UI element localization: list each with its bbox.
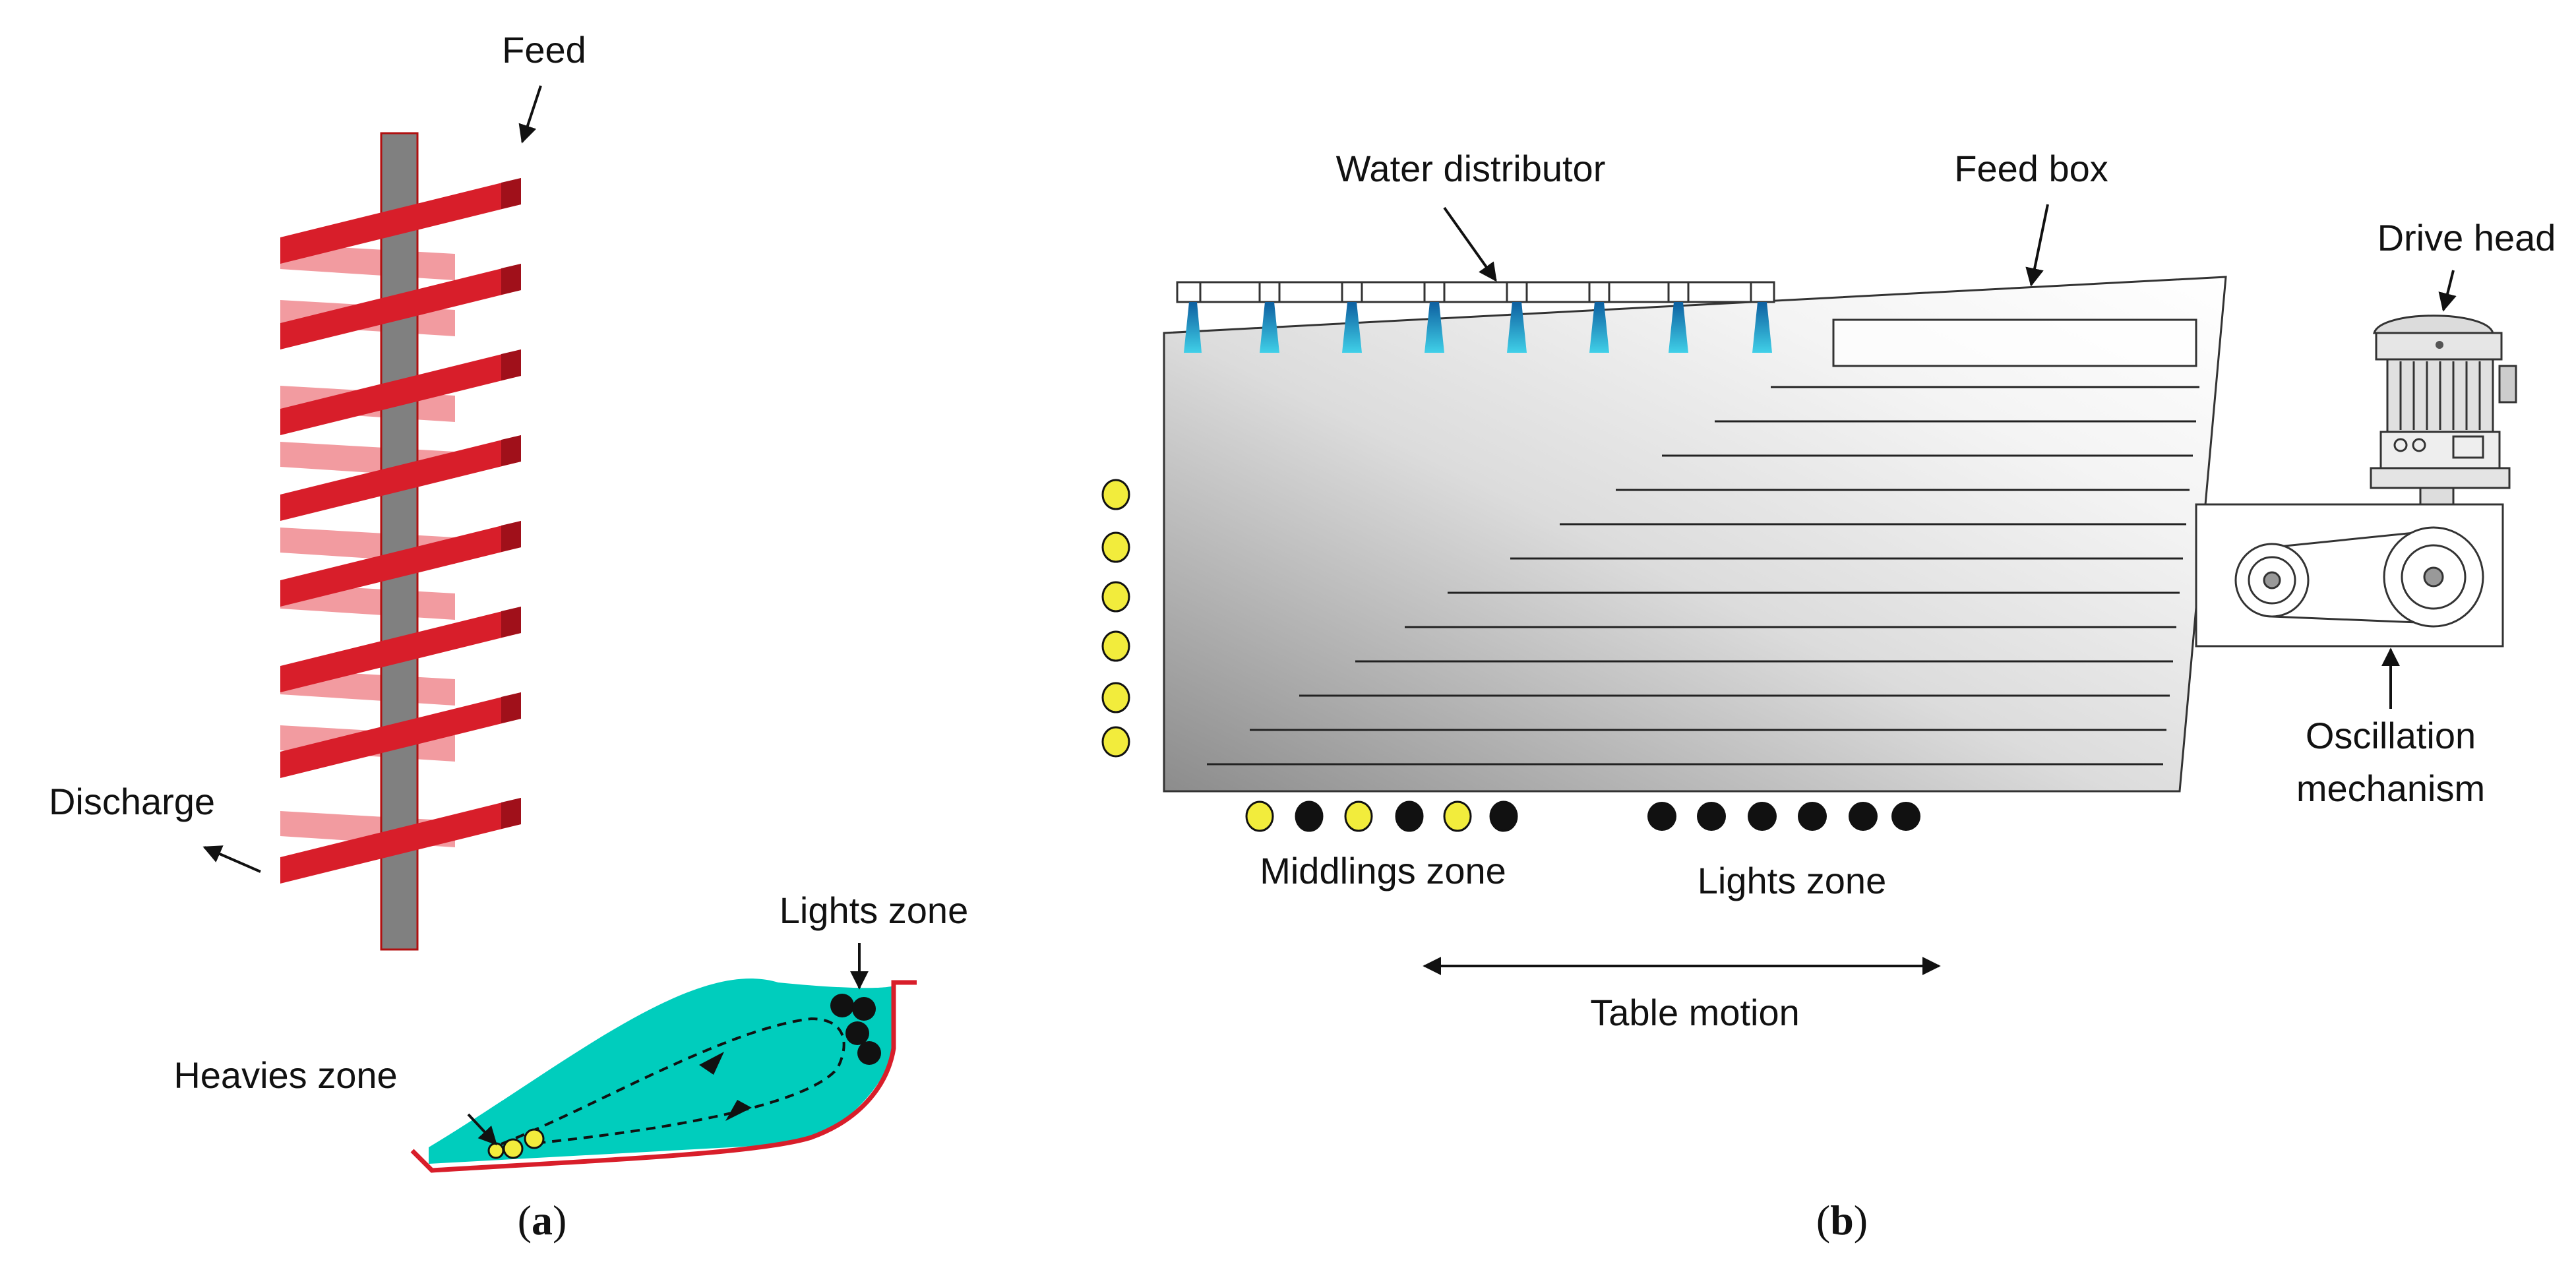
discharge-arrow [202,845,261,873]
table-riffles [1207,386,2199,766]
heavies-zone-label: Heavies zone [173,1054,397,1096]
feed-label: Feed [502,29,586,71]
caption-a: (a) [518,1197,567,1244]
middlings-zone-label: Middlings zone [1260,850,1506,891]
water-nozzles [1184,302,1772,353]
feed-arrow [518,85,542,144]
discharge-label: Discharge [49,781,215,822]
spiral-shaft [380,132,419,951]
feed-box-label: Feed box [1954,148,2108,189]
caption-b: (b) [1816,1197,1868,1244]
panel-a: Feed Discharge Lights zone Heavies zone … [49,29,968,1244]
table-motion-label: Table motion [1590,992,1800,1033]
water-distributor-label: Water distributor [1336,148,1606,189]
trough-wall [410,980,917,1173]
mechanism-label: mechanism [2296,768,2485,809]
shaking-table [1163,276,2227,793]
lights-particles-b [1647,802,1920,831]
circulation-path [501,1017,845,1145]
panel-b: Water distributor Feed box Drive head Os… [1101,148,2556,1244]
oscillation-label: Oscillation [2306,715,2476,756]
lights-particles [830,994,881,1065]
water-distributor-arrow [1443,206,1497,282]
feed-box-arrow [2025,204,2049,287]
oscillation-belt-drive [2234,526,2484,628]
drive-head-label: Drive head [2377,217,2556,258]
lights-zone-label-b: Lights zone [1698,860,1886,901]
heavies-zone-arrow [467,1113,497,1146]
middlings-particles [1245,800,1518,832]
drive-head-arrow [2438,270,2457,312]
spiral-edge-highlights [501,178,521,829]
spiral-front-faces [280,178,521,884]
circulation-arrow-up [699,1052,724,1075]
circulation-arrow-down [725,1100,752,1121]
water-distributor-pipe [1176,281,1775,303]
heavies-column [1101,479,1130,758]
heavies-particles [487,1128,545,1159]
drive-head-motor [2370,315,2517,535]
lights-zone-label-a: Lights zone [780,889,968,931]
feed-box [1832,318,2197,367]
